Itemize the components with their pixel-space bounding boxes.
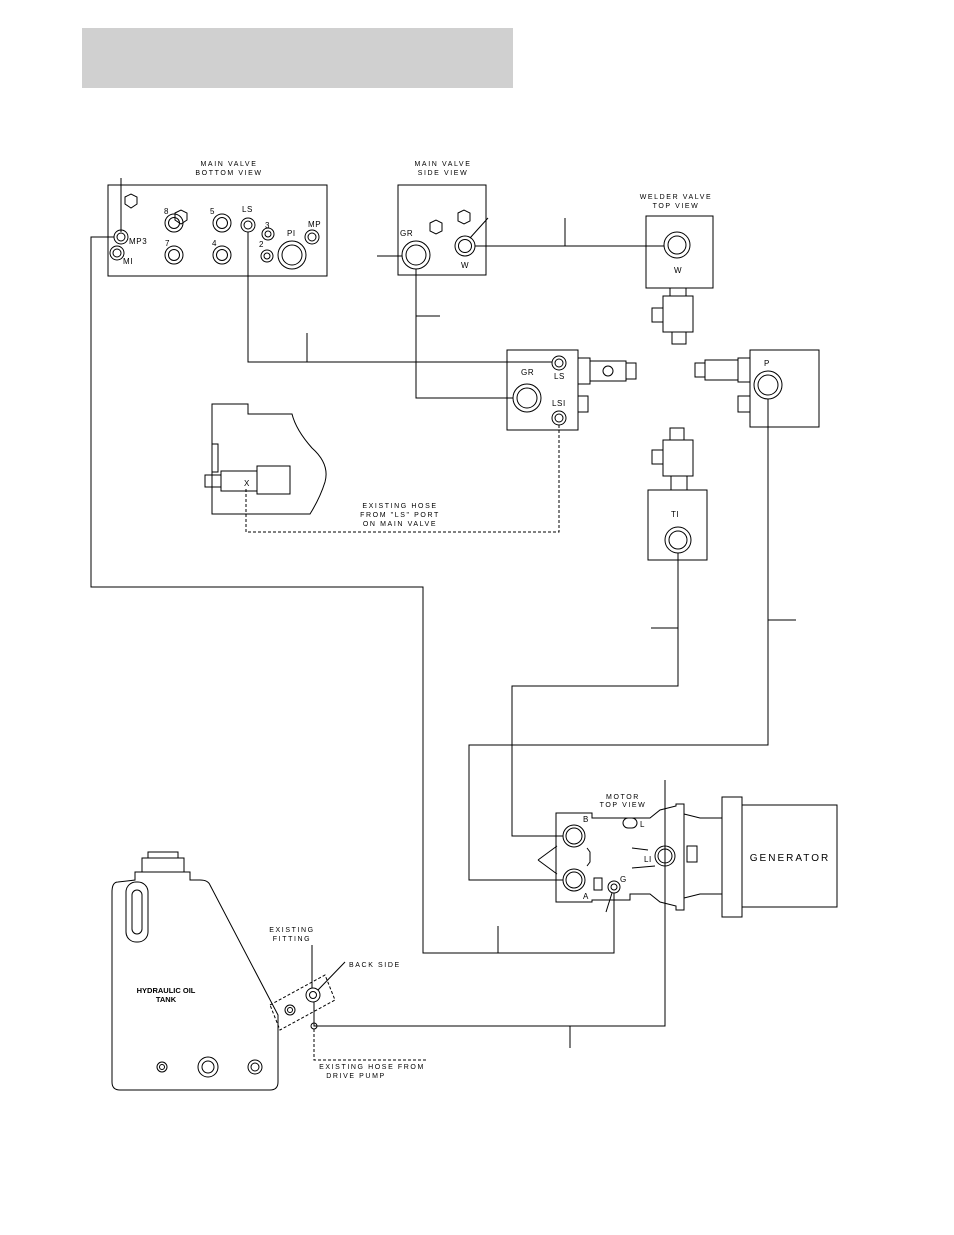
existing-hose-line-2: FROM "LS" PORT (360, 512, 440, 519)
plug-icon (738, 396, 750, 412)
port-lsi-circle (552, 411, 566, 425)
port-label: 2 (259, 240, 264, 249)
main-valve-bottom-view: MAIN VALVE BOTTOM VIEW 8 5 LS 3 MP3 7 4 (108, 161, 327, 276)
hex-plug-icon (458, 210, 470, 224)
main-valve-side-view: MAIN VALVE SIDE VIEW GR W (398, 161, 486, 275)
port-label: 3 (265, 221, 270, 230)
main-valve-bottom-title-1: MAIN VALVE (201, 161, 258, 168)
port-4-circle (213, 246, 231, 264)
existing-fitting-label-1: EXISTING (269, 927, 314, 934)
port-label: LSI (552, 399, 566, 408)
port-7-circle (165, 246, 183, 264)
existing-hose-line-1: EXISTING HOSE (362, 503, 437, 510)
ti-block: TI (648, 428, 707, 560)
port-label: MP (308, 220, 321, 229)
port-label: G (620, 875, 627, 884)
port-label: W (674, 266, 682, 275)
drive-pump-label-1: EXISTING HOSE FROM (319, 1064, 425, 1071)
cartridge-icon (578, 358, 590, 384)
port-label: MP3 (129, 237, 147, 246)
existing-fitting-label-2: FITTING (273, 936, 311, 943)
welder-valve-title-2: TOP VIEW (653, 203, 700, 210)
tank-label-2: TANK (156, 995, 177, 1004)
hose-lines (91, 178, 796, 1060)
port-mp3-circle (114, 230, 128, 244)
welder-valve-body (646, 216, 713, 288)
port-g-circle (608, 881, 620, 893)
solenoid-icon (670, 428, 684, 440)
port-label: LS (242, 205, 253, 214)
generator-label: GENERATOR (750, 853, 830, 864)
port-label: 8 (164, 207, 169, 216)
port-label: GR (521, 368, 534, 377)
port-label: LI (644, 855, 652, 864)
port-label: PI (287, 229, 296, 238)
ti-block-body (648, 490, 707, 560)
fitting-circle (306, 988, 320, 1002)
existing-fitting-area: EXISTING FITTING BACK SIDE EXISTING HOSE… (269, 927, 425, 1080)
port-ls-circle (552, 356, 566, 370)
hex-plug-icon (125, 194, 137, 208)
sight-gauge-icon (126, 882, 148, 942)
port-label: 5 (210, 207, 215, 216)
port-mp-circle (305, 230, 319, 244)
drive-pump-label-2: DRIVE PUMP (326, 1073, 386, 1080)
hydraulic-oil-tank: HYDRAULIC OIL TANK (112, 852, 278, 1090)
port-label: 4 (212, 239, 217, 248)
port-label: W (461, 261, 469, 270)
port-label: 7 (165, 239, 170, 248)
motor-title-1: MOTOR (606, 794, 640, 801)
motor-top-view: MOTOR TOP VIEW B L LI G A (538, 794, 722, 910)
port-label: LS (554, 372, 565, 381)
port-label: L (640, 820, 645, 829)
port-label: P (764, 359, 770, 368)
existing-hose-line-3: ON MAIN VALVE (363, 521, 437, 528)
cartridge-icon (738, 358, 750, 382)
solenoid-icon (670, 288, 686, 296)
port-l-shape (623, 818, 637, 828)
x-mark: X (244, 479, 250, 488)
welder-valve-top-view: WELDER VALVE TOP VIEW W (640, 194, 713, 344)
port-ls-circle (241, 218, 255, 232)
port-label: B (583, 815, 589, 824)
p-block-body (750, 350, 819, 427)
tank-label-1: HYDRAULIC OIL (137, 986, 196, 995)
tank-body (112, 872, 278, 1090)
port-label: GR (400, 229, 413, 238)
port-label: A (583, 892, 589, 901)
port-mi-circle (110, 246, 124, 260)
welder-valve-title-1: WELDER VALVE (640, 194, 713, 201)
main-valve-bottom-title-2: BOTTOM VIEW (195, 170, 262, 177)
p-block: P (695, 350, 819, 427)
generator: GENERATOR (722, 797, 837, 917)
motor-title-2: TOP VIEW (600, 802, 647, 809)
port-label: TI (671, 510, 679, 519)
plug-icon (578, 396, 588, 412)
main-valve-side-title-2: SIDE VIEW (418, 170, 469, 177)
port-label: MI (123, 257, 133, 266)
port-2-circle (261, 250, 273, 262)
main-valve-side-title-1: MAIN VALVE (415, 161, 472, 168)
hex-plug-icon (430, 220, 442, 234)
existing-ls-hose-detail: X EXISTING HOSE FROM "LS" PORT ON MAIN V… (205, 404, 440, 528)
back-side-label: BACK SIDE (349, 962, 401, 969)
port-5-circle (213, 214, 231, 232)
